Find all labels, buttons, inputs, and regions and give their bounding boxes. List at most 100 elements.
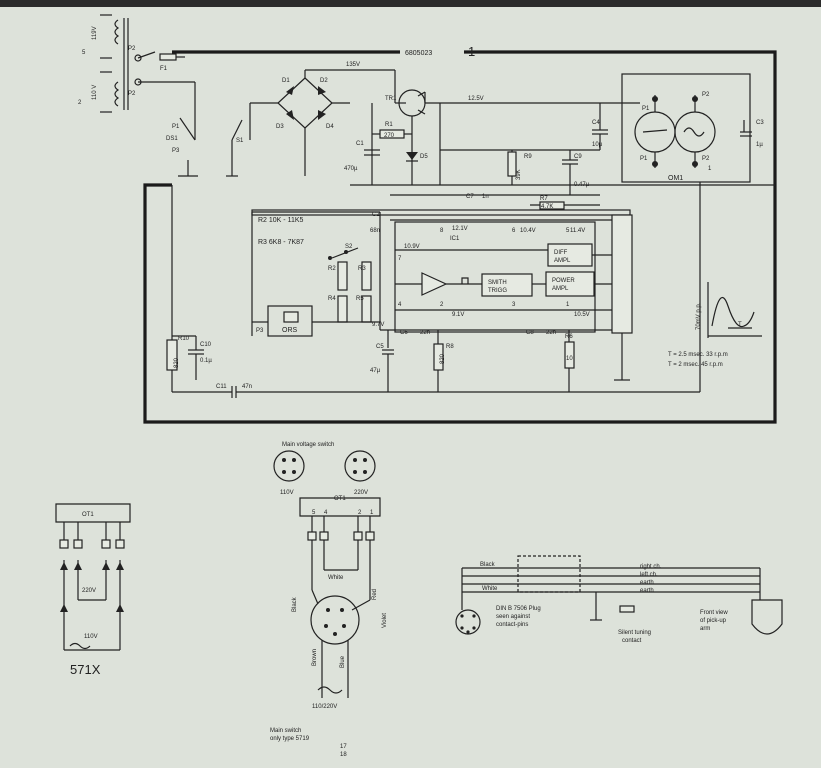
din-caption-line1: DIN B 7506 Plug [496, 606, 541, 612]
switch-110v: 110V [280, 490, 294, 496]
din-wire-1: right ch. [640, 564, 662, 570]
label-c8-value: 22n [546, 330, 556, 336]
label-motor-1: 1 [708, 166, 712, 172]
label-motor-p2-b: P2 [702, 156, 710, 162]
label-motor-p2: P2 [702, 92, 710, 98]
label-s2: S2 [345, 244, 353, 250]
label-r6-value: 10 [566, 356, 573, 362]
din-plug-wiring [455, 555, 783, 635]
label-d1: D1 [282, 78, 290, 84]
label-d2: D2 [320, 78, 328, 84]
top-edge-band [0, 0, 821, 7]
footnote-17: 17 [340, 744, 347, 750]
part-number: 6805023 [405, 50, 432, 57]
filter-network [390, 103, 752, 210]
label-r2: R2 [328, 266, 336, 272]
label-11-4v: 11.4V [570, 228, 585, 234]
footnote-line1: Main switch [270, 728, 301, 734]
power-stage [350, 70, 775, 186]
small-switch-110v: 110V [84, 634, 98, 640]
label-r8-value: 820 [440, 353, 446, 364]
wire-black-label: Black [292, 596, 298, 612]
label-r10: R10 [178, 336, 190, 342]
label-c4: C4 [592, 120, 600, 126]
label-10-4v: 10.4V [520, 228, 536, 234]
waveform-period-label: T [738, 322, 742, 328]
smith-trigg-line2: TRIGG [488, 288, 507, 294]
label-ds1: DS1 [166, 136, 178, 142]
label-d5: D5 [420, 154, 428, 160]
front-view-line3: arm [700, 626, 710, 632]
label-p3: P3 [172, 148, 180, 154]
voltage-switch-title: Main voltage switch [282, 442, 334, 448]
label-r3-range: R3 6K8 - 7K87 [258, 239, 304, 246]
label-r9: R9 [524, 154, 532, 160]
small-switch-220v: 220V [82, 588, 96, 594]
label-r10-value: 820 [174, 357, 180, 368]
switch-pin-1: 1 [370, 510, 374, 516]
label-r3: R3 [358, 266, 366, 272]
wire-brown-label: Brown [312, 649, 318, 666]
label-r1-value: 270 [384, 133, 395, 139]
label-c4-value: 10µ [592, 142, 603, 148]
silent-tuning-line1: Silent tuning [618, 630, 651, 636]
label-c7: C7 [466, 194, 474, 200]
footnote-line2: only type 5719 [270, 736, 310, 742]
label-ic1: IC1 [450, 236, 460, 242]
model-number: 571X [70, 662, 101, 677]
label-12-5v: 12.5V [468, 96, 484, 102]
din-caption-line2: seen against [496, 614, 530, 620]
label-ors: ORS [282, 327, 298, 334]
label-c6-value: 22n [420, 330, 430, 336]
motor-block [621, 73, 751, 183]
label-12-1v: 12.1V [452, 226, 468, 232]
diff-ampl-line1: DIFF [554, 250, 568, 256]
label-motor-p1-b: P1 [640, 156, 648, 162]
label-c1-value: 470µ [344, 166, 358, 172]
label-f1: F1 [160, 66, 168, 72]
power-ampl-line2: AMPL [552, 286, 569, 292]
ic-section [251, 182, 701, 393]
din-wire-3: earth [640, 580, 654, 586]
waveform-note-45: T = 2 msec. 45 r.p.m [668, 362, 723, 368]
label-r8: R8 [446, 344, 454, 350]
ic-pin-6: 6 [512, 228, 516, 234]
label-r5: R5 [356, 296, 364, 302]
mains-transformer [100, 14, 129, 113]
label-r1: R1 [385, 122, 393, 128]
label-c5-value: 47µ [370, 368, 381, 374]
bridge-rectifier [249, 69, 395, 176]
ic-pin-3: 3 [512, 302, 516, 308]
din-wire-2: left ch. [640, 572, 658, 578]
label-c11-value: 47n [242, 384, 252, 390]
label-c9-value: 0.47µ [574, 182, 590, 188]
switch-ot1: OT1 [334, 496, 346, 502]
wire-red-label: Red [372, 589, 378, 600]
label-d4: D4 [326, 124, 334, 130]
din-wire-4: earth [640, 588, 654, 594]
wire-violet-label: Violet [382, 613, 388, 628]
ic-pin-2: 2 [440, 302, 444, 308]
label-9-7v: 9.7V [372, 322, 384, 328]
small-switch-ot1: OT1 [82, 512, 94, 518]
switch-pin-4: 4 [324, 510, 328, 516]
label-c10: C10 [200, 342, 212, 348]
label-d3: D3 [276, 124, 284, 130]
label-s1: S1 [236, 138, 244, 144]
switch-pin-5: 5 [312, 510, 316, 516]
smith-trigg-line1: SMITH [488, 280, 507, 286]
waveform-ylabel: 70mV p.p. [696, 302, 702, 330]
tacho-waveform [707, 282, 762, 338]
label-r4: R4 [328, 296, 336, 302]
front-view-line2: of pick-up [700, 618, 727, 624]
wire-white-label: White [328, 575, 344, 581]
part-number-suffix: 1 [468, 44, 475, 59]
din-caption-line3: contact-pins [496, 622, 528, 628]
main-ground-frame [143, 50, 777, 424]
label-ors-p3: P3 [256, 328, 264, 334]
switch-220v: 220V [354, 490, 368, 496]
label-135v: 135V [346, 62, 360, 68]
label-c7-value: 1n [482, 194, 489, 200]
